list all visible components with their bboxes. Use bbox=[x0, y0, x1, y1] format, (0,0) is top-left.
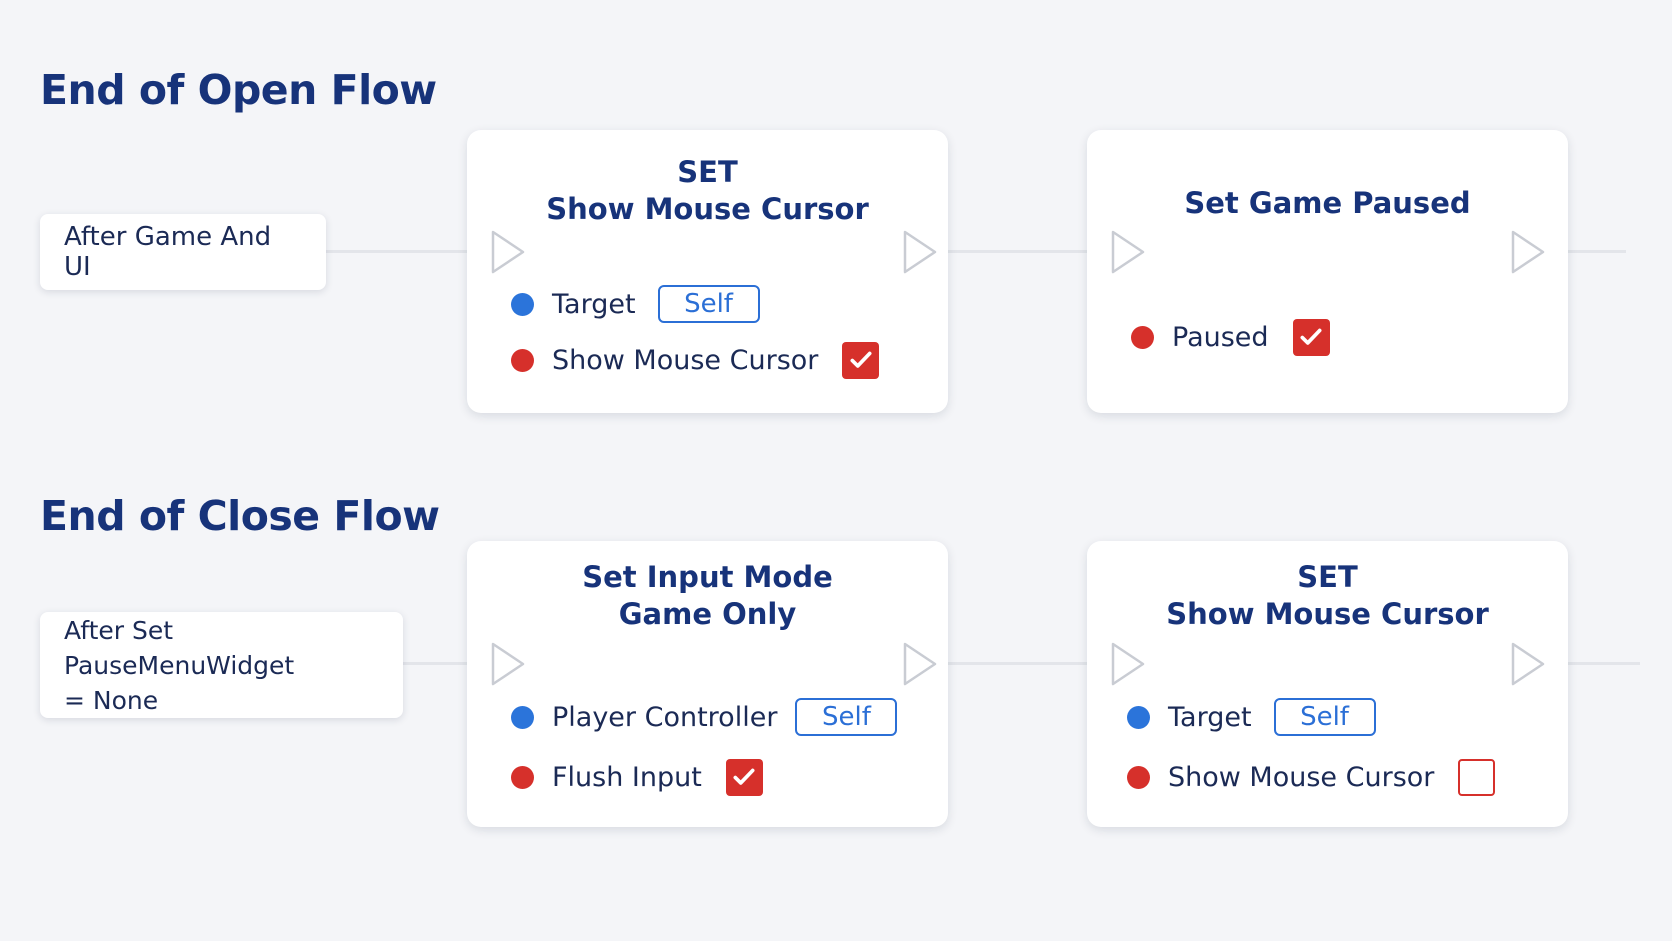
event-node-label: After Game And UI bbox=[64, 222, 272, 282]
target-self-field[interactable]: Self bbox=[657, 285, 760, 323]
node-set-input-mode-game-only[interactable]: Set Input Mode Game Only Player Controll… bbox=[467, 541, 948, 827]
exec-pin-icon[interactable] bbox=[1510, 229, 1546, 275]
paused-checkbox[interactable] bbox=[1292, 318, 1330, 356]
exec-wire bbox=[402, 662, 490, 665]
section-title-open-flow: End of Open Flow bbox=[40, 66, 437, 114]
checkmark-icon bbox=[733, 768, 755, 785]
node-title: SET Show Mouse Cursor bbox=[546, 155, 869, 226]
param-row-flush-input: Flush Input bbox=[511, 756, 763, 798]
param-row-paused: Paused bbox=[1131, 316, 1330, 358]
node-set-game-paused[interactable]: Set Game Paused Paused bbox=[1087, 130, 1568, 413]
event-node-after-set-pausemenuwidget[interactable]: After Set PauseMenuWidget = None bbox=[40, 612, 403, 718]
param-label: Show Mouse Cursor bbox=[552, 344, 819, 376]
param-label: Target bbox=[552, 288, 636, 320]
flush-input-checkbox[interactable] bbox=[725, 758, 763, 796]
param-row-player-controller: Player Controller Self bbox=[511, 696, 898, 738]
target-self-field[interactable]: Self bbox=[1273, 698, 1376, 736]
exec-pin-icon[interactable] bbox=[490, 229, 526, 275]
node-set-show-mouse-cursor[interactable]: SET Show Mouse Cursor Target Self Show M… bbox=[467, 130, 948, 413]
show-mouse-cursor-checkbox[interactable] bbox=[1458, 758, 1496, 796]
param-row-target: Target Self bbox=[511, 283, 760, 325]
param-label: Player Controller bbox=[552, 701, 778, 733]
exec-wire bbox=[1554, 250, 1626, 253]
player-controller-self-field[interactable]: Self bbox=[795, 698, 898, 736]
param-label: Flush Input bbox=[552, 761, 702, 793]
exec-wire bbox=[325, 250, 490, 253]
param-row-target: Target Self bbox=[1127, 696, 1376, 738]
node-title: Set Game Paused bbox=[1184, 186, 1471, 220]
exec-wire bbox=[1554, 662, 1640, 665]
event-node-label: After Set PauseMenuWidget = None bbox=[64, 615, 295, 715]
param-label: Paused bbox=[1172, 321, 1269, 353]
input-pin-icon[interactable] bbox=[1127, 705, 1150, 729]
exec-pin-icon[interactable] bbox=[1110, 229, 1146, 275]
exec-pin-icon[interactable] bbox=[902, 641, 938, 687]
checkmark-icon bbox=[850, 351, 872, 368]
input-pin-icon[interactable] bbox=[511, 292, 534, 316]
input-pin-icon[interactable] bbox=[511, 705, 534, 729]
exec-pin-icon[interactable] bbox=[490, 641, 526, 687]
param-row-show-mouse-cursor: Show Mouse Cursor bbox=[511, 339, 880, 381]
exec-pin-icon[interactable] bbox=[902, 229, 938, 275]
exec-wire bbox=[938, 250, 1110, 253]
node-title: SET Show Mouse Cursor bbox=[1166, 560, 1489, 631]
input-pin-icon[interactable] bbox=[511, 765, 534, 789]
exec-pin-icon[interactable] bbox=[1110, 641, 1146, 687]
input-pin-icon[interactable] bbox=[511, 348, 534, 372]
exec-wire bbox=[938, 662, 1110, 665]
show-mouse-cursor-checkbox[interactable] bbox=[842, 341, 880, 379]
exec-pin-icon[interactable] bbox=[1510, 641, 1546, 687]
checkmark-icon bbox=[1300, 328, 1322, 345]
input-pin-icon[interactable] bbox=[1131, 325, 1154, 349]
param-label: Target bbox=[1168, 701, 1252, 733]
param-label: Show Mouse Cursor bbox=[1168, 761, 1435, 793]
param-row-show-mouse-cursor: Show Mouse Cursor bbox=[1127, 756, 1496, 798]
node-set-show-mouse-cursor-close[interactable]: SET Show Mouse Cursor Target Self Show M… bbox=[1087, 541, 1568, 827]
input-pin-icon[interactable] bbox=[1127, 765, 1150, 789]
node-title: Set Input Mode Game Only bbox=[582, 560, 833, 631]
section-title-close-flow: End of Close Flow bbox=[40, 492, 440, 540]
event-node-after-game-and-ui[interactable]: After Game And UI bbox=[40, 214, 326, 290]
